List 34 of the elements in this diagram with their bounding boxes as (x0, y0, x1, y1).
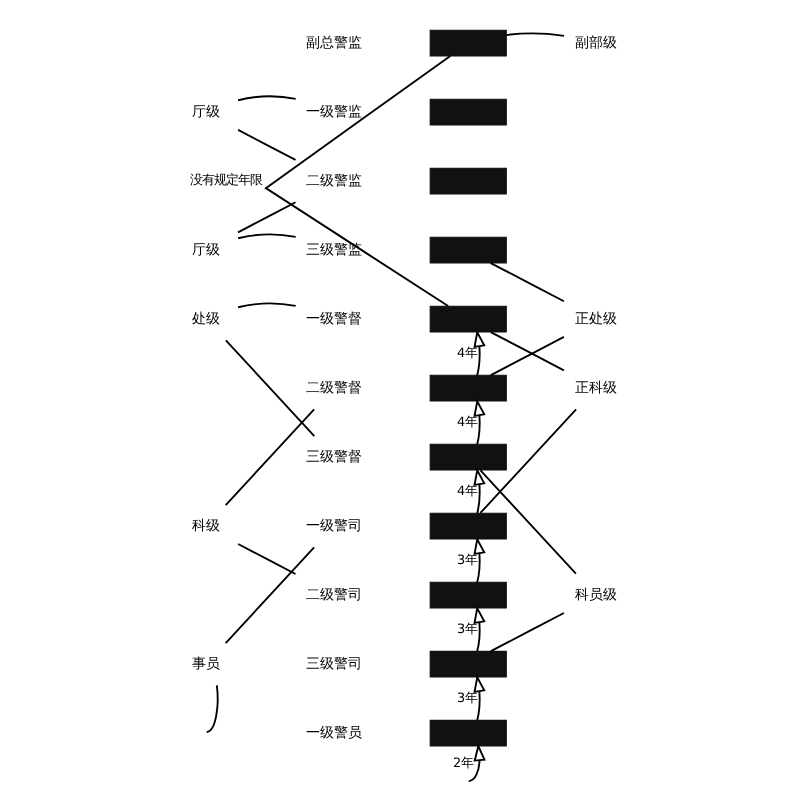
node-box (428, 98, 506, 126)
connector (236, 95, 296, 102)
connector (236, 302, 296, 309)
arrow (472, 329, 485, 377)
arrow (472, 605, 485, 653)
connector (204, 684, 218, 733)
node-box (428, 581, 506, 609)
node-box (428, 443, 506, 471)
node-box (428, 167, 506, 195)
node-box (428, 374, 506, 402)
node-box (428, 305, 506, 333)
node-box (428, 29, 506, 57)
connector (488, 612, 564, 653)
arrow (466, 743, 485, 783)
node-box (428, 512, 506, 540)
connector (478, 469, 576, 575)
connector (478, 408, 577, 514)
connector (236, 233, 296, 240)
arrow (472, 398, 485, 446)
connector (223, 546, 315, 645)
arrow (472, 467, 485, 515)
connector (236, 129, 296, 161)
connector (488, 262, 564, 303)
node-box (428, 719, 506, 747)
connector (236, 543, 296, 575)
node-box (428, 236, 506, 264)
connector (223, 408, 315, 506)
connector (263, 55, 451, 307)
connector (223, 339, 315, 437)
node-box (428, 650, 506, 678)
connector (504, 32, 564, 37)
arrow (472, 536, 485, 584)
arrow (472, 674, 485, 722)
connector (236, 201, 296, 234)
